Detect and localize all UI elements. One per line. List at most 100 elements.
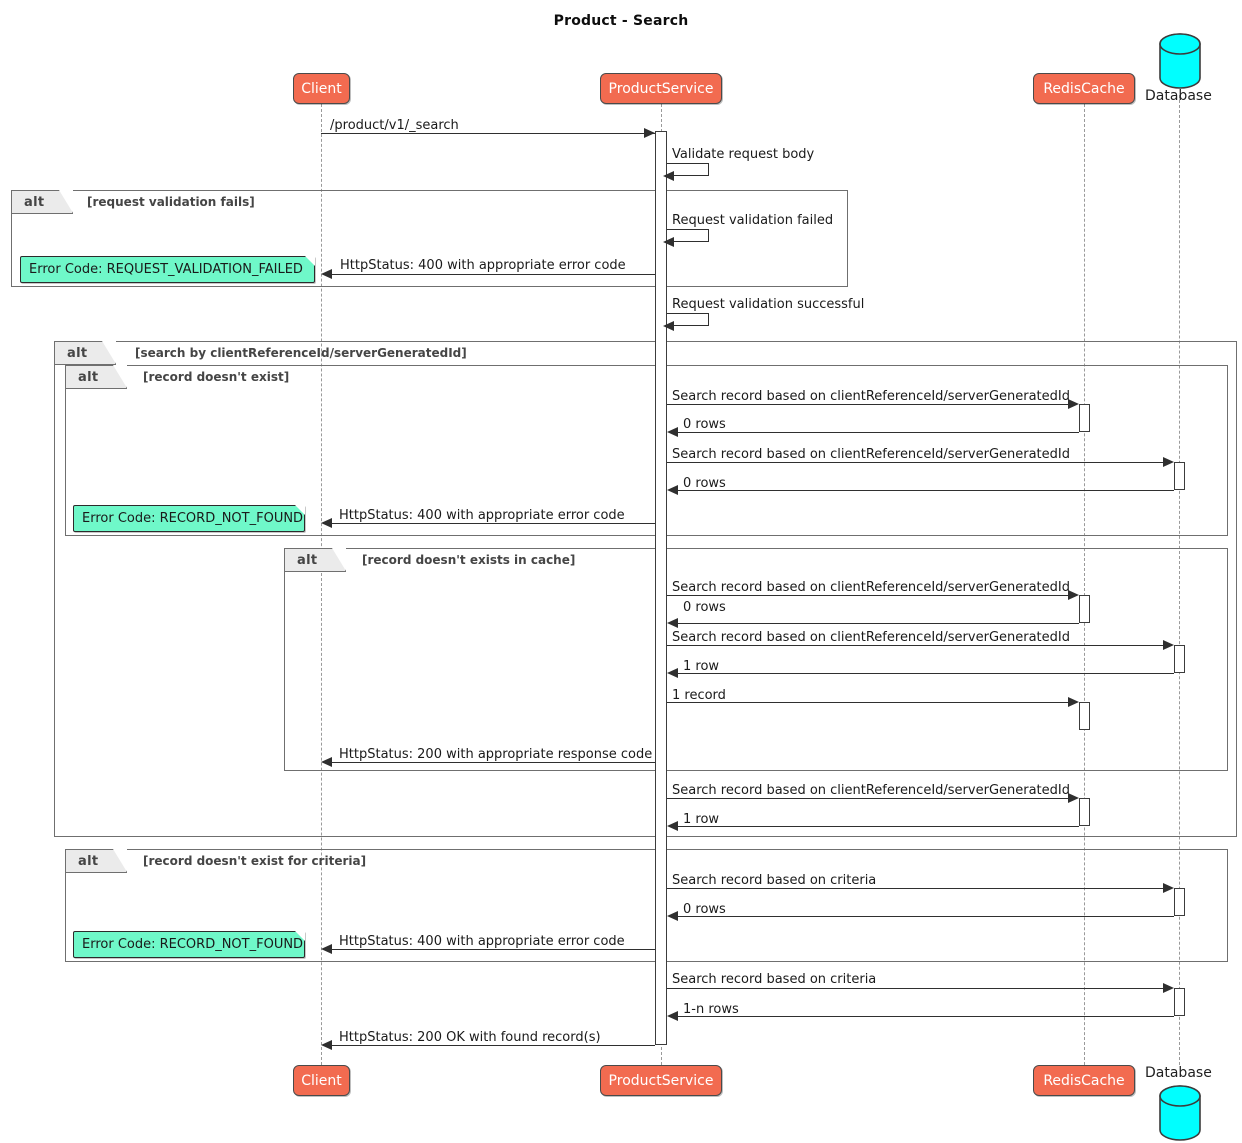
message-line bbox=[675, 916, 1174, 917]
alt-frame-tab: alt bbox=[65, 849, 127, 873]
message-label: Search record based on clientReferenceId… bbox=[672, 783, 1070, 798]
message-line bbox=[675, 1016, 1174, 1017]
arrow-left-icon bbox=[321, 518, 332, 528]
self-message-loop bbox=[667, 229, 709, 242]
alt-frame-tab: alt bbox=[65, 365, 127, 389]
arrow-right-icon bbox=[1068, 590, 1079, 600]
participant-label: Client bbox=[301, 1072, 342, 1089]
message-label: 1 record bbox=[672, 688, 726, 703]
alt-frame-tab-label: alt bbox=[78, 369, 99, 385]
message-line bbox=[667, 595, 1068, 596]
arrow-left-icon bbox=[663, 171, 674, 181]
alt-frame-tab-label: alt bbox=[24, 194, 45, 210]
alt-frame-condition: [search by clientReferenceId/serverGener… bbox=[135, 346, 467, 360]
arrow-left-icon bbox=[667, 427, 678, 437]
message-label: Search record based on criteria bbox=[672, 972, 877, 987]
message-label: 1 row bbox=[683, 812, 720, 827]
message-label: HttpStatus: 400 with appropriate error c… bbox=[340, 258, 626, 273]
activation-database bbox=[1174, 888, 1185, 916]
message-label: HttpStatus: 400 with appropriate error c… bbox=[339, 934, 625, 949]
message-line bbox=[329, 523, 655, 524]
alt-frame-search-by-reference-id bbox=[54, 341, 1237, 837]
message-line bbox=[675, 673, 1174, 674]
arrow-right-icon bbox=[1068, 793, 1079, 803]
message-line bbox=[329, 949, 655, 950]
arrow-left-icon bbox=[321, 944, 332, 954]
note-text: Error Code: REQUEST_VALIDATION_FAILED bbox=[29, 262, 303, 277]
message-label: 0 rows bbox=[683, 417, 726, 432]
message-line bbox=[667, 888, 1163, 889]
message-label: HttpStatus: 400 with appropriate error c… bbox=[339, 508, 625, 523]
message-line bbox=[667, 462, 1163, 463]
alt-frame-tab: alt bbox=[54, 341, 116, 365]
message-label: 0 rows bbox=[683, 476, 726, 491]
participant-productservice-bottom[interactable]: ProductService bbox=[600, 1065, 722, 1096]
self-message-loop bbox=[667, 313, 709, 326]
participant-rediscache-top[interactable]: RedisCache bbox=[1033, 73, 1135, 104]
arrow-right-icon bbox=[644, 128, 655, 138]
note-record-not-found-2: Error Code: RECORD_NOT_FOUND bbox=[73, 931, 305, 958]
message-line bbox=[667, 798, 1068, 799]
message-line bbox=[675, 490, 1174, 491]
alt-frame-condition: [record doesn't exist] bbox=[143, 370, 290, 384]
arrow-left-icon bbox=[667, 1011, 678, 1021]
participant-rediscache-bottom[interactable]: RedisCache bbox=[1033, 1065, 1135, 1096]
note-fold-corner bbox=[295, 931, 305, 941]
participant-productservice-top[interactable]: ProductService bbox=[600, 73, 722, 104]
message-label: HttpStatus: 200 with appropriate respons… bbox=[339, 747, 653, 762]
arrow-right-icon bbox=[1068, 399, 1079, 409]
activation-rediscache bbox=[1079, 595, 1090, 623]
alt-frame-record-doesnt-exist bbox=[65, 365, 1228, 536]
alt-frame-condition: [record doesn't exists in cache] bbox=[362, 553, 576, 567]
lifeline-rediscache bbox=[1084, 104, 1085, 1065]
arrow-left-icon bbox=[321, 757, 332, 767]
arrow-left-icon bbox=[663, 321, 674, 331]
participant-label: ProductService bbox=[608, 1072, 714, 1089]
participant-database-bottom-label: Database bbox=[1145, 1065, 1212, 1081]
arrow-left-icon bbox=[667, 618, 678, 628]
participant-client-bottom[interactable]: Client bbox=[293, 1065, 350, 1096]
activation-rediscache bbox=[1079, 404, 1090, 432]
alt-frame-tab: alt bbox=[11, 190, 73, 214]
participant-label: RedisCache bbox=[1043, 80, 1125, 97]
note-text: Error Code: RECORD_NOT_FOUND bbox=[82, 511, 304, 526]
activation-database bbox=[1174, 462, 1185, 490]
activation-rediscache bbox=[1079, 702, 1090, 730]
self-message-loop bbox=[667, 163, 709, 176]
message-label: Search record based on clientReferenceId… bbox=[672, 389, 1070, 404]
arrow-left-icon bbox=[667, 485, 678, 495]
message-line bbox=[667, 404, 1068, 405]
message-line bbox=[667, 702, 1068, 703]
alt-frame-tab-label: alt bbox=[67, 345, 88, 361]
lifeline-client bbox=[321, 104, 322, 1065]
note-fold-corner bbox=[295, 505, 305, 515]
activation-rediscache bbox=[1079, 798, 1090, 826]
activation-productservice bbox=[655, 131, 667, 1045]
message-label: 0 rows bbox=[683, 902, 726, 917]
message-label: Search record based on clientReferenceId… bbox=[672, 447, 1070, 462]
alt-frame-condition: [request validation fails] bbox=[87, 195, 255, 209]
message-label: Search record based on clientReferenceId… bbox=[672, 630, 1070, 645]
message-label: Validate request body bbox=[672, 147, 815, 162]
database-cylinder-icon-top bbox=[1159, 33, 1201, 89]
arrow-right-icon bbox=[1163, 457, 1174, 467]
message-line bbox=[329, 762, 655, 763]
note-fold-corner bbox=[305, 256, 315, 266]
alt-frame-record-not-for-criteria bbox=[65, 849, 1228, 962]
participant-label: RedisCache bbox=[1043, 1072, 1125, 1089]
activation-database bbox=[1174, 988, 1185, 1016]
participant-client-top[interactable]: Client bbox=[293, 73, 350, 104]
alt-frame-condition: [record doesn't exist for criteria] bbox=[143, 854, 367, 868]
note-text: Error Code: RECORD_NOT_FOUND bbox=[82, 937, 304, 952]
message-line bbox=[675, 623, 1079, 624]
message-line bbox=[329, 1045, 655, 1046]
arrow-right-icon bbox=[1163, 983, 1174, 993]
arrow-left-icon bbox=[321, 1040, 332, 1050]
note-record-not-found-1: Error Code: RECORD_NOT_FOUND bbox=[73, 505, 305, 532]
message-label: Request validation successful bbox=[672, 297, 865, 312]
message-label: Search record based on criteria bbox=[672, 873, 877, 888]
participant-database-top-label: Database bbox=[1145, 88, 1212, 104]
message-label: 1-n rows bbox=[683, 1002, 739, 1017]
activation-database bbox=[1174, 645, 1185, 673]
message-label: /product/v1/_search bbox=[330, 118, 459, 133]
